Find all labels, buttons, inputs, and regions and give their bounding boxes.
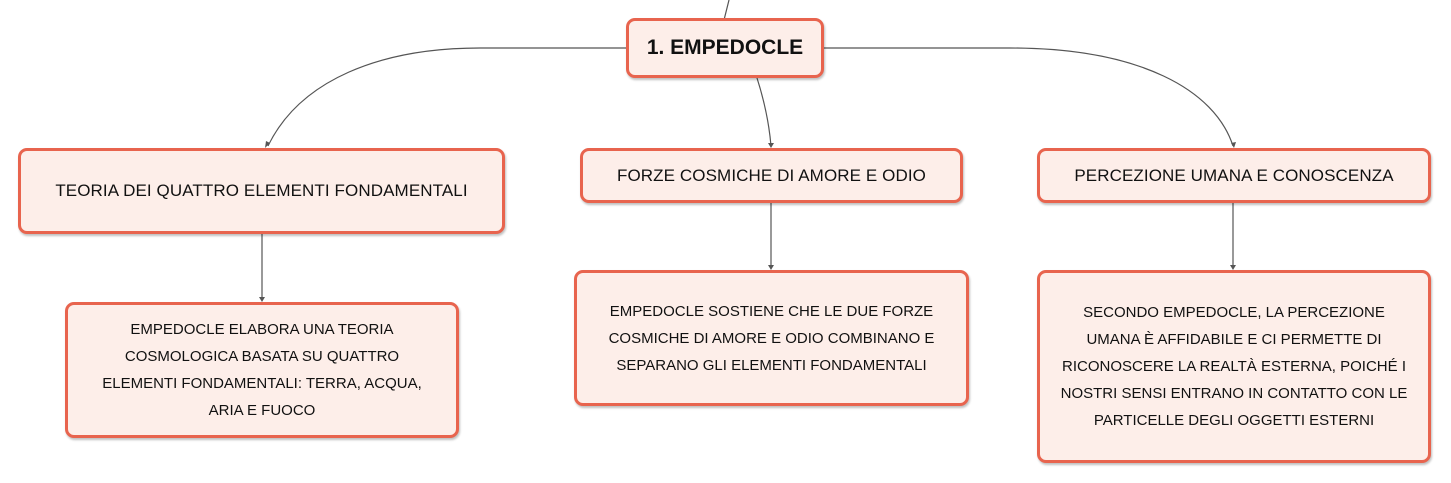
arrowhead-topic-3	[1231, 142, 1236, 148]
detail-node-quattro-elementi[interactable]: EMPEDOCLE ELABORA UNA TEORIA COSMOLOGICA…	[65, 302, 459, 438]
arrowhead-topic-2	[768, 143, 774, 148]
connector-root-topic-3	[823, 47, 1234, 147]
topic-title: FORZE COSMICHE DI AMORE E ODIO	[616, 165, 927, 185]
root-node[interactable]: 1. EMPEDOCLE	[626, 18, 824, 78]
topic-title: TEORIA DEI QUATTRO ELEMENTI FONDAMENTALI	[55, 181, 468, 200]
detail-text: EMPEDOCLE SOSTIENE CHE LE DUE FORZE COSM…	[608, 302, 935, 374]
detail-text: SECONDO EMPEDOCLE, LA PERCEZIONE UMANA È…	[1060, 304, 1408, 429]
topic-node-quattro-elementi[interactable]: TEORIA DEI QUATTRO ELEMENTI FONDAMENTALI	[18, 148, 505, 234]
root-label: 1. EMPEDOCLE	[646, 36, 804, 59]
connector-root-topic-2	[756, 77, 772, 147]
arrowhead-detail-2	[768, 265, 774, 270]
detail-node-forze-cosmiche[interactable]: EMPEDOCLE SOSTIENE CHE LE DUE FORZE COSM…	[574, 270, 969, 406]
topic-title: PERCEZIONE UMANA E CONOSCENZA	[1074, 165, 1394, 185]
detail-text: EMPEDOCLE ELABORA UNA TEORIA COSMOLOGICA…	[102, 321, 422, 419]
detail-node-percezione-umana[interactable]: SECONDO EMPEDOCLE, LA PERCEZIONE UMANA È…	[1037, 270, 1431, 463]
arrowhead-topic-1	[265, 141, 270, 148]
connector-parent-root	[723, 0, 730, 21]
topic-node-percezione-umana[interactable]: PERCEZIONE UMANA E CONOSCENZA	[1037, 148, 1431, 203]
arrowhead-detail-3	[1230, 265, 1236, 270]
arrowhead-detail-1	[259, 297, 265, 302]
connector-root-topic-1	[267, 47, 628, 147]
topic-node-forze-cosmiche[interactable]: FORZE COSMICHE DI AMORE E ODIO	[580, 148, 963, 203]
